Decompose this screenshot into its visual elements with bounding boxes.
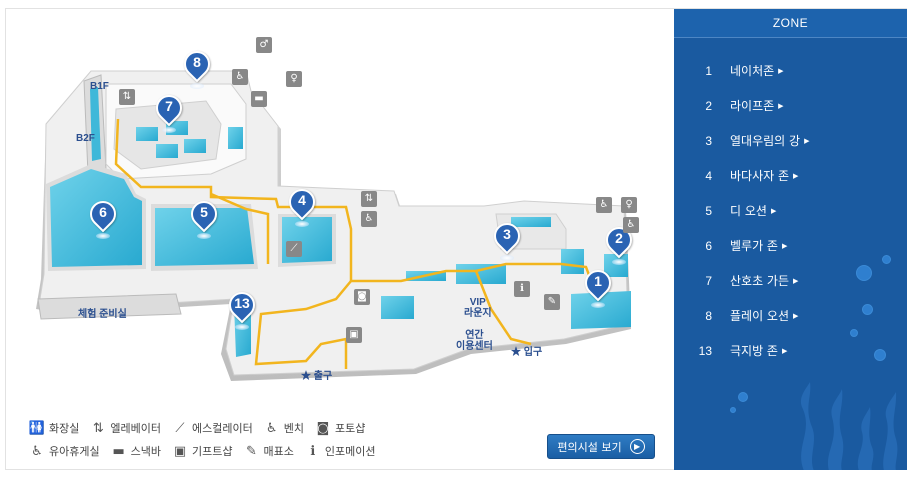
- chevron-right-icon: ▶: [781, 241, 788, 250]
- legend-photoshop: ◙포토샵: [314, 420, 366, 436]
- view-facilities-button[interactable]: 편의시설 보기 ▶: [547, 434, 655, 459]
- zone-pin-7[interactable]: 7: [150, 89, 188, 133]
- zone-pin-1[interactable]: 1: [579, 264, 617, 308]
- zone-panel-title: ZONE: [674, 9, 907, 38]
- experience-room-label: 체험 준비실: [78, 309, 127, 320]
- floor-label-b2f: B2F: [76, 133, 95, 144]
- chevron-right-icon: ▶: [778, 66, 784, 75]
- bubble-decoration: [738, 392, 748, 402]
- zone-pin-5[interactable]: 5: [185, 195, 223, 239]
- chevron-right-icon: ▶: [781, 346, 788, 355]
- bubble-decoration: [874, 349, 886, 361]
- zone-pin-6[interactable]: 6: [84, 195, 122, 239]
- seaweed-decoration: [801, 382, 898, 470]
- escalator-icon: ⟋: [175, 420, 185, 436]
- giftshop-icon: ▣: [173, 443, 187, 459]
- elevator-icon: ⇅: [92, 420, 104, 436]
- legend-row-1: 🚻화장실 ⇅엘레베이터 ⟋에스컬레이터 ♿벤치 ◙포토샵: [28, 418, 448, 438]
- snack-icon: ▬: [112, 443, 125, 459]
- restroom-icon: ♀: [286, 71, 302, 87]
- zone-pin-4[interactable]: 4: [283, 183, 321, 227]
- floor-map: B1F B2F 8 7 6 5 4 3 2 1 13 ♂ ♀ ♿ ▬ ⇅ ⇅ ♿…: [6, 9, 674, 409]
- zone-pin-8[interactable]: 8: [178, 45, 216, 89]
- bubble-decoration: [862, 304, 873, 315]
- legend-snack-bar: ▬스낵바: [110, 443, 161, 459]
- bubble-decoration: [856, 265, 872, 281]
- legend-nursing-room: ♿유아휴게실: [28, 443, 99, 459]
- bubble-decoration: [882, 255, 891, 264]
- chevron-right-icon: ▶: [793, 171, 799, 180]
- nursing-room-icon: ♿: [232, 69, 248, 85]
- restroom-icon: ♀: [621, 197, 637, 213]
- bench-icon: ♿: [623, 217, 639, 233]
- snack-icon: ▬: [251, 91, 267, 107]
- bench-icon: ♿: [265, 420, 278, 436]
- legend-restroom: 🚻화장실: [28, 420, 80, 436]
- restroom-icon: ♂: [256, 37, 272, 53]
- restroom-icon: 🚻: [28, 420, 46, 436]
- info-icon: ℹ: [514, 281, 530, 297]
- arrow-circle-icon: ▶: [629, 439, 645, 454]
- legend-escalator: ⟋에스컬레이터: [171, 420, 252, 436]
- legend-ticket-office: ✎매표소: [242, 443, 294, 459]
- bubble-decoration: [730, 407, 736, 413]
- giftshop-icon: ▣: [346, 327, 362, 343]
- legend-elevator: ⇅엘레베이터: [89, 420, 161, 436]
- chevron-right-icon: ▶: [793, 276, 799, 285]
- view-facilities-label: 편의시설 보기: [557, 440, 622, 454]
- entrance-label: ★ 입구: [511, 347, 543, 358]
- vip-lounge-label: VIP 라운지: [464, 297, 492, 319]
- escalator-icon: ⟋: [286, 241, 302, 257]
- zone-pin-2[interactable]: 2: [600, 221, 638, 265]
- aquarium-map-widget: B1F B2F 8 7 6 5 4 3 2 1 13 ♂ ♀ ♿ ▬ ⇅ ⇅ ♿…: [5, 8, 907, 470]
- ticket-icon: ✎: [544, 294, 560, 310]
- info-icon: ℹ: [310, 443, 316, 459]
- chevron-right-icon: ▶: [778, 101, 784, 110]
- floor-label-b1f: B1F: [90, 81, 109, 92]
- chevron-right-icon: ▶: [770, 206, 777, 215]
- camera-icon: ◙: [316, 420, 330, 436]
- bench-icon: ♿: [361, 211, 377, 227]
- legend-bench: ♿벤치: [263, 420, 304, 436]
- ticket-icon: ✎: [246, 443, 257, 459]
- chevron-right-icon: ▶: [804, 136, 810, 145]
- annual-center-label: 연간 이용센터: [456, 330, 493, 352]
- zone-pin-13[interactable]: 13: [223, 286, 261, 330]
- legend-giftshop: ▣기프트샵: [171, 443, 233, 459]
- camera-icon: ◙: [354, 289, 370, 305]
- nursing-room-icon: ♿: [31, 443, 43, 459]
- facility-legend: 🚻화장실 ⇅엘레베이터 ⟋에스컬레이터 ♿벤치 ◙포토샵 ♿유아휴게실 ▬스낵바…: [28, 418, 448, 464]
- chevron-right-icon: ▶: [793, 311, 799, 320]
- nursing-room-icon: ♿: [596, 197, 612, 213]
- elevator-icon: ⇅: [361, 191, 377, 207]
- bubble-decoration: [850, 329, 858, 337]
- zone-pin-3[interactable]: 3: [488, 217, 526, 261]
- exit-label: ★ 출구: [301, 371, 333, 382]
- elevator-icon: ⇅: [119, 89, 135, 105]
